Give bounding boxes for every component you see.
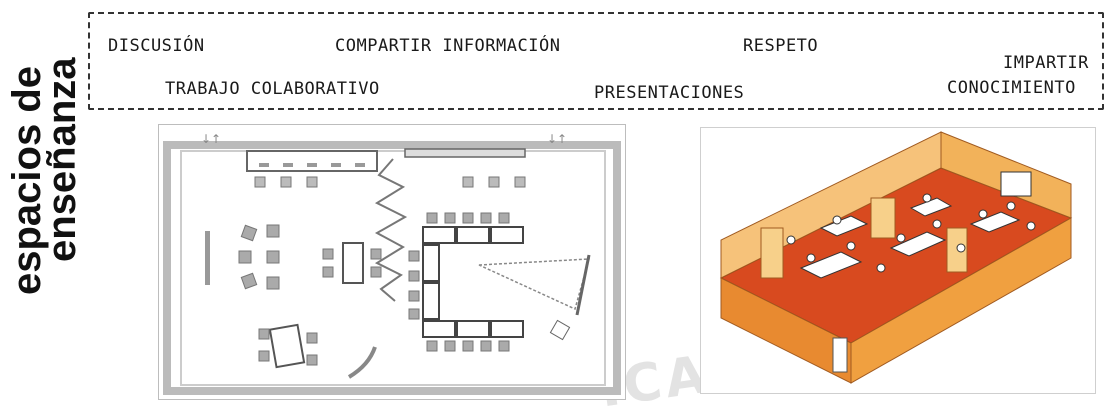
svg-text:↓↑: ↓↑	[201, 132, 221, 146]
u-chairs	[408, 212, 510, 352]
exit-arrows-left: ↓↑	[201, 132, 221, 146]
plan-center-table	[342, 242, 364, 284]
keywords-box	[88, 12, 1104, 110]
term-conocimiento: CONOCIMIENTO	[947, 78, 1076, 98]
room-people	[786, 193, 1036, 273]
counter-top-left	[246, 150, 378, 172]
term-impartir: IMPARTIR	[1003, 53, 1089, 73]
pod-left	[238, 224, 280, 290]
zigzag-partition	[374, 158, 408, 302]
room-tables	[799, 197, 1021, 279]
vertical-title: espacios de enseñanza	[0, 0, 84, 402]
partition-3	[760, 227, 784, 279]
center-chairs	[322, 248, 382, 278]
exit-arrows-right: ↓↑	[547, 132, 567, 146]
room-left-front-wall	[720, 277, 852, 384]
counter-top-right	[404, 148, 526, 158]
plan-left-bar	[205, 231, 210, 285]
plan-easel	[549, 319, 571, 341]
room-screen	[1000, 171, 1032, 197]
plan-curved-bench	[347, 346, 377, 379]
title-line-1: espacios de	[5, 66, 49, 295]
term-presentaciones: PRESENTACIONES	[594, 83, 745, 103]
u-tables	[422, 226, 524, 338]
projection-area	[478, 258, 591, 311]
term-trabajo-colaborativo: TRABAJO COLABORATIVO	[165, 79, 380, 99]
plan-wall-outer	[163, 141, 621, 395]
term-compartir-informacion: COMPARTIR INFORMACIÓN	[335, 36, 561, 56]
counter-slots	[259, 163, 365, 167]
title-line-2: enseñanza	[40, 57, 82, 262]
term-discusion: DISCUSIÓN	[108, 36, 205, 56]
stools-top	[254, 176, 526, 188]
term-respeto: RESPETO	[743, 36, 819, 56]
room-door	[832, 337, 848, 373]
svg-text:↓↑: ↓↑	[547, 132, 567, 146]
projection-screen	[575, 254, 591, 316]
bottom-chairs	[258, 328, 318, 366]
partition-1	[870, 197, 896, 239]
floor-plan: ↓↑ ↓↑	[158, 124, 626, 400]
classroom-illustration	[700, 127, 1096, 394]
plan-wall-inner	[180, 150, 606, 386]
plan-bottom-table	[268, 323, 306, 369]
